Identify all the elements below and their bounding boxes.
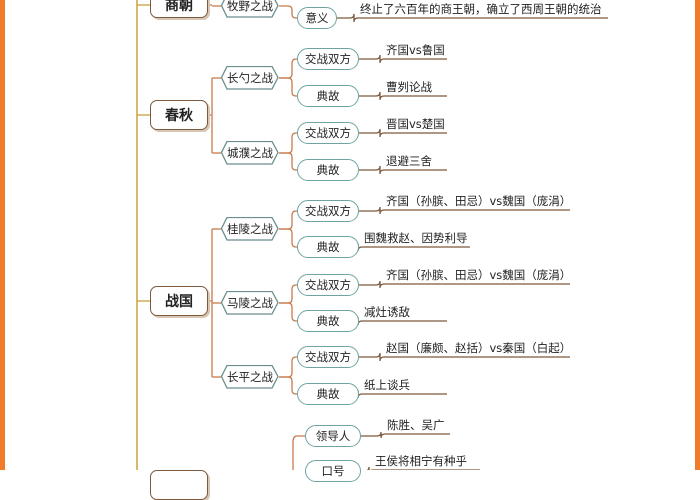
connector-line (279, 58, 297, 79)
leaf-text-cpg-sides-text: 赵国（廉颇、赵括）vs秦国（白起） (386, 341, 572, 355)
category-pill-qin-slogan: 口号 (305, 460, 361, 482)
leaf-text-gl-sides-text: 齐国（孙膑、田忌）vs魏国（庞涓） (386, 194, 572, 208)
connector-line (279, 210, 297, 230)
battle-label: 马陵之战 (227, 296, 273, 310)
connector-line (337, 13, 608, 23)
leaf-text-qin-slogan-text: 王侯将相宁有种乎 (375, 454, 467, 468)
connector-line (279, 376, 297, 395)
leaf-text-cs-story-text: 曹刿论战 (386, 80, 432, 94)
connector-line (359, 352, 570, 362)
category-pill-muye-yiyi: 意义 (297, 7, 337, 29)
leaf-text-cp-story-text: 退避三舍 (386, 154, 432, 168)
connector-line (359, 128, 447, 138)
battle-node-shape (221, 217, 279, 241)
connector-line (279, 152, 297, 171)
leaf-text-cp-sides-text: 晋国vs楚国 (386, 117, 445, 131)
connector-line (279, 356, 297, 378)
battle-node-changshao: 长勺之战 (221, 66, 279, 90)
dynasty-node-chunqiu: 春秋 (150, 100, 208, 130)
battle-node-shape (221, 365, 279, 389)
connector-line (279, 132, 297, 154)
connector-line (292, 435, 305, 470)
category-pill-cpg-story: 典故 (297, 383, 359, 405)
leaf-text-cpg-story-text: 纸上谈兵 (364, 378, 410, 392)
category-pill-ml-sides: 交战双方 (297, 274, 359, 296)
page-frame-right (695, 0, 700, 470)
category-pill-gl-story: 典故 (297, 236, 359, 258)
category-pill-cp-sides: 交战双方 (297, 122, 359, 144)
leaf-text-ml-sides-text: 齐国（孙膑、田忌）vs魏国（庞涓） (386, 268, 572, 282)
battle-label: 桂陵之战 (227, 222, 273, 236)
battle-label: 牧野之战 (227, 0, 273, 13)
category-pill-ml-story: 典故 (297, 310, 359, 332)
category-pill-cs-sides: 交战双方 (297, 48, 359, 70)
battle-label: 长平之战 (227, 370, 273, 384)
dynasty-node-shang: 商朝 (150, 0, 208, 18)
category-pill-cpg-sides: 交战双方 (297, 346, 359, 368)
connector-line (359, 206, 570, 215)
battle-node-shape (221, 0, 279, 18)
category-pill-cs-story: 典故 (297, 85, 359, 107)
page-frame-left (0, 0, 5, 470)
dynasty-node-qin (150, 470, 208, 500)
leaf-text-muye-yiyi-text: 终止了六百年的商王朝，确立了西周王朝的统治 (360, 2, 602, 16)
connector-line (279, 302, 297, 322)
battle-node-shape (221, 291, 279, 315)
battle-node-muye: 牧野之战 (221, 0, 279, 18)
battle-node-changping: 长平之战 (221, 365, 279, 389)
connector-line (359, 54, 447, 64)
battle-label: 城濮之战 (227, 146, 273, 160)
connector-line (359, 165, 447, 175)
category-pill-cp-story: 典故 (297, 159, 359, 181)
battle-label: 长勺之战 (227, 71, 273, 85)
connector-line (279, 228, 297, 248)
battle-node-shape (221, 141, 279, 165)
battle-node-maling: 马陵之战 (221, 291, 279, 315)
connector-line (359, 280, 570, 289)
connector-line (279, 77, 297, 97)
leaf-text-ml-story-text: 减灶诱敌 (364, 305, 410, 319)
battle-node-shape (221, 66, 279, 90)
connector-line (279, 5, 297, 19)
battle-node-chengpu: 城濮之战 (221, 141, 279, 165)
connector-line (279, 284, 297, 304)
dynasty-node-zhanguo: 战国 (150, 286, 208, 316)
connector-line (361, 431, 450, 439)
battle-node-guiling: 桂陵之战 (221, 217, 279, 241)
category-pill-gl-sides: 交战双方 (297, 200, 359, 222)
connector-line (359, 91, 447, 101)
leaf-text-gl-story-text: 围魏救赵、因势利导 (364, 231, 468, 245)
leaf-text-qin-leader-text: 陈胜、吴广 (387, 418, 445, 432)
category-pill-qin-leader: 领导人 (305, 425, 361, 447)
leaf-text-cs-sides-text: 齐国vs鲁国 (386, 43, 445, 57)
